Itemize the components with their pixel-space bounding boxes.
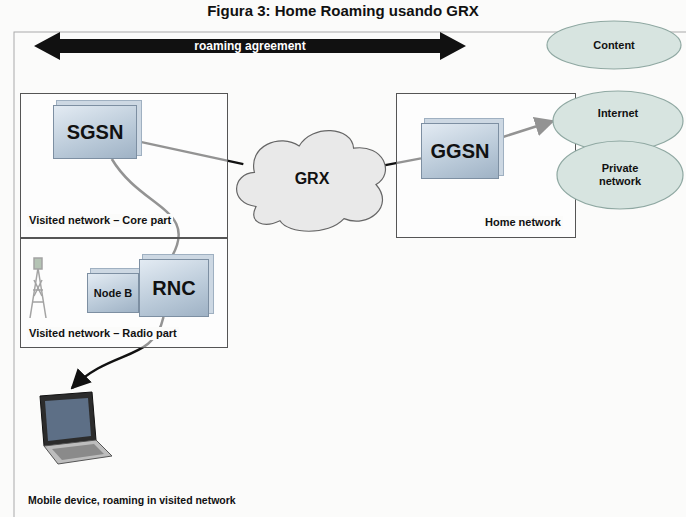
node-label: GRX (295, 170, 330, 188)
node-label: Node B (94, 287, 133, 300)
node-label: Internet (598, 107, 638, 120)
service-ellipse: Private network (556, 140, 684, 210)
mobile-device: Mobile device, roaming in visited networ… (20, 384, 310, 512)
laptop-icon (40, 392, 112, 464)
network-cloud: GRX (232, 124, 392, 234)
device-caption: Mobile device, roaming in visited networ… (28, 494, 236, 506)
node-label: RNC (152, 277, 195, 300)
region-label: Visited network – Radio part (27, 327, 179, 340)
radio-node-box: Node B (87, 273, 139, 313)
region-label: Visited network – Core part (27, 214, 173, 227)
network-region: Visited network – Core part SGSN (20, 93, 228, 238)
network-region: Visited network – Radio part Node B RNC (20, 238, 228, 348)
node-label: SGSN (67, 121, 124, 144)
roaming-arrow (34, 32, 466, 60)
node-label: Private network (585, 162, 655, 187)
cloud-shape (237, 131, 386, 232)
page-frame (14, 32, 686, 517)
core-node-box: SGSN (53, 105, 137, 159)
agreement-label: roaming agreement (100, 39, 400, 53)
figure-title: Figura 3: Home Roaming usando GRX (0, 2, 686, 19)
radio-node-box: RNC (139, 259, 209, 317)
service-ellipse: Content (546, 20, 682, 70)
ellipse-shape (547, 21, 681, 69)
ellipse-shape (557, 141, 683, 209)
core-node-box: GGSN (421, 123, 499, 179)
node-label: GGSN (431, 140, 490, 163)
region-label: Home network (483, 216, 563, 229)
network-region: Home network GGSN (396, 93, 576, 238)
node-label: Content (593, 39, 635, 52)
